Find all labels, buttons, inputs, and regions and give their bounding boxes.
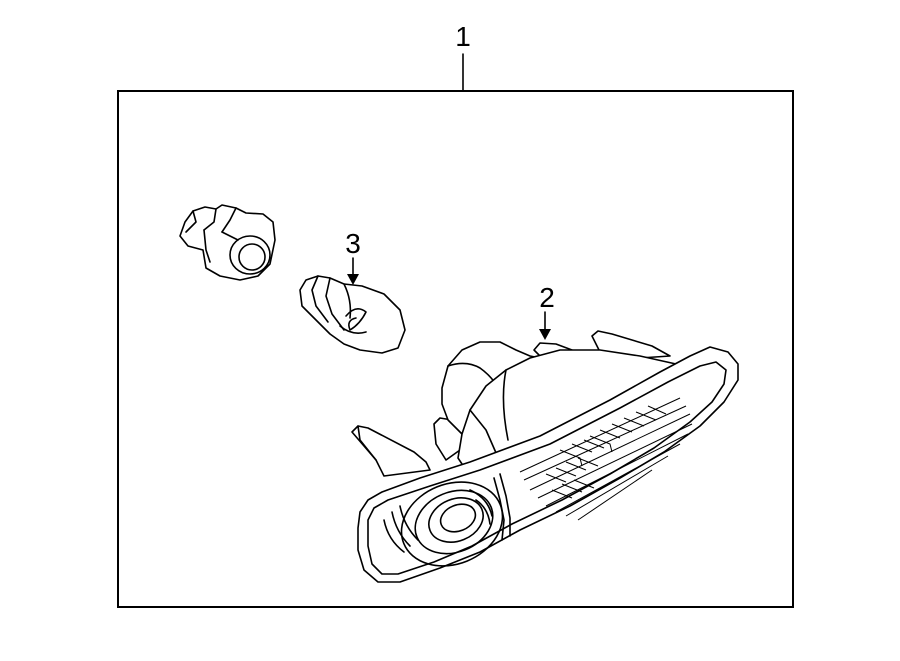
callout-3-label[interactable]: 3 <box>345 228 361 259</box>
wedge-bulb[interactable] <box>299 275 406 354</box>
callout-3-arrowhead <box>347 274 359 285</box>
assembly-frame <box>117 90 794 608</box>
callout-2-label[interactable]: 2 <box>539 282 555 313</box>
bulb-socket[interactable] <box>179 204 276 281</box>
reflector-outer <box>400 481 504 567</box>
callout-1-label[interactable]: 1 <box>455 21 471 52</box>
lens-prism-pattern <box>519 397 693 521</box>
marker-lamp-housing[interactable] <box>351 330 739 583</box>
callout-2-arrowhead <box>539 329 551 340</box>
